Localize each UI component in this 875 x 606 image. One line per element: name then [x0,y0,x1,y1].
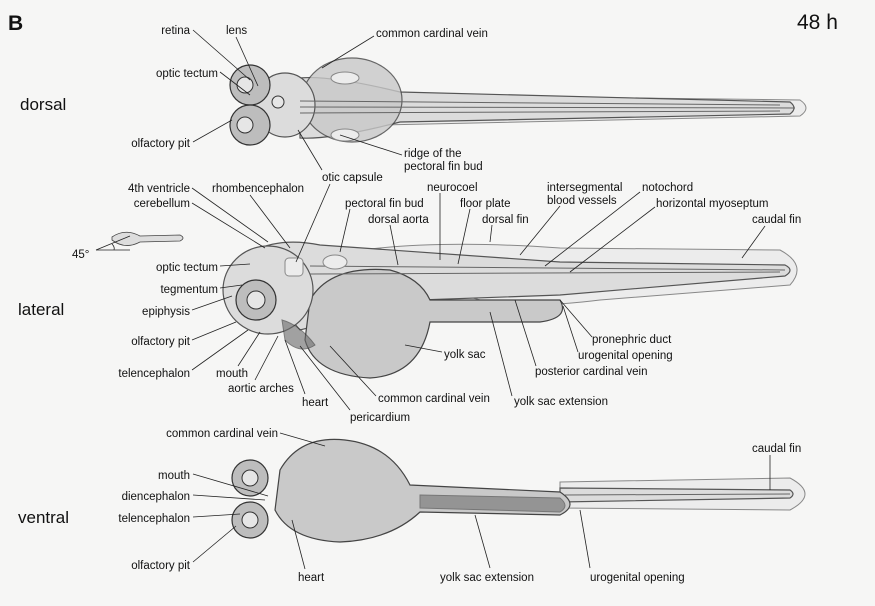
label-rhombencephalon: rhombencephalon [212,183,304,195]
stage-label: 48 h [797,11,838,34]
label-yolk-sac: yolk sac [444,349,486,361]
label-floor-plate: floor plate [460,198,511,210]
label-ridge-2: pectoral fin bud [404,161,483,173]
label-olfactory-pit-ventral: olfactory pit [131,560,191,572]
label-dorsal-fin: dorsal fin [482,214,529,226]
orientation-icon [95,231,184,251]
label-caudal-fin: caudal fin [752,214,801,226]
lateral-embryo [222,241,798,379]
label-4th-ventricle: 4th ventricle [128,183,190,195]
label-tegmentum: tegmentum [160,284,218,296]
label-intersegmental-2: blood vessels [547,195,617,207]
label-mouth-ventral: mouth [158,470,190,482]
label-yolk-sac-extension-lateral: yolk sac extension [514,396,608,408]
label-mouth-lateral: mouth [216,368,248,380]
label-diencephalon: diencephalon [122,491,190,503]
label-optic-tectum-lateral: optic tectum [156,262,218,274]
lateral-leaders [191,183,766,411]
label-common-cardinal-vein-lateral: common cardinal vein [378,393,490,405]
label-cerebellum: cerebellum [134,198,190,210]
dorsal-leaders [192,29,403,171]
label-olfactory-pit: olfactory pit [131,138,191,150]
label-notochord: notochord [642,182,693,194]
label-ridge-1: ridge of the [404,148,462,160]
label-urogenital-opening-lateral: urogenital opening [578,350,673,362]
label-otic-capsule: otic capsule [322,172,383,184]
label-telencephalon-ventral: telencephalon [118,513,190,525]
label-urogenital-opening-ventral: urogenital opening [590,572,685,584]
label-olfactory-pit-lateral: olfactory pit [131,336,191,348]
label-epiphysis: epiphysis [142,306,190,318]
panel-letter: B [8,12,23,35]
label-telencephalon-lateral: telencephalon [118,368,190,380]
label-horizontal-myoseptum: horizontal myoseptum [656,198,769,210]
dorsal-embryo [229,57,807,146]
label-intersegmental-1: intersegmental [547,182,622,194]
label-retina: retina [161,25,190,37]
label-pronephric-duct: pronephric duct [592,334,672,346]
ventral-embryo [231,438,806,543]
label-pectoral-fin-bud: pectoral fin bud [345,198,424,210]
view-dorsal: dorsal [20,95,66,114]
view-ventral: ventral [18,508,69,527]
label-lens: lens [226,25,247,37]
angle-label: 45° [72,249,89,261]
ventral-leaders [192,432,771,570]
label-optic-tectum: optic tectum [156,68,218,80]
label-heart-lateral: heart [302,397,329,409]
label-aortic-arches: aortic arches [228,383,294,395]
label-yolk-sac-extension-ventral: yolk sac extension [440,572,534,584]
label-common-cardinal-vein-ventral: common cardinal vein [166,428,278,440]
label-neurocoel: neurocoel [427,182,478,194]
label-pericardium: pericardium [350,412,410,424]
label-posterior-cardinal-vein: posterior cardinal vein [535,366,648,378]
label-dorsal-aorta: dorsal aorta [368,214,429,226]
label-heart-ventral: heart [298,572,325,584]
label-common-cardinal-vein: common cardinal vein [376,28,488,40]
view-lateral: lateral [18,300,64,319]
label-caudal-fin-ventral: caudal fin [752,443,801,455]
